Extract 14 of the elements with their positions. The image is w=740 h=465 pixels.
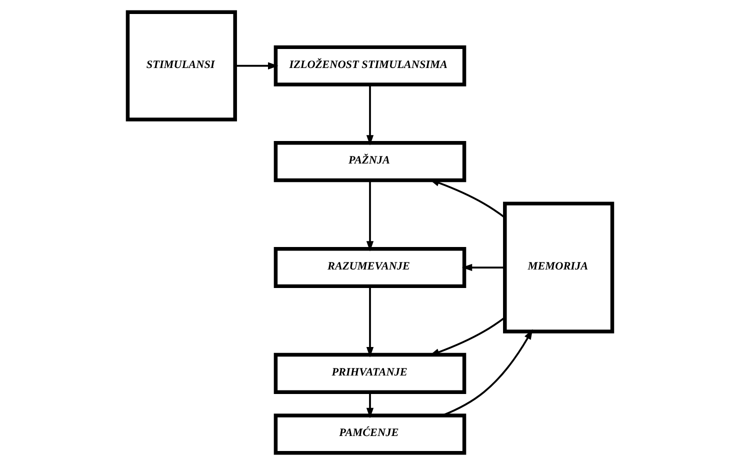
node-box: PAMĆENJE	[274, 414, 466, 455]
node-box: RAZUMEVANJE	[274, 246, 466, 288]
node-box: PAŽNJA	[274, 141, 466, 182]
arrow	[366, 392, 374, 418]
arrow	[366, 84, 374, 146]
arrow	[442, 329, 533, 416]
arrow	[366, 180, 374, 252]
node-box: PRIHVATANJE	[274, 352, 466, 394]
node-box: STIMULANSI	[126, 10, 237, 122]
arrow	[462, 264, 505, 272]
arrow	[235, 62, 278, 70]
node-box: MEMORIJA	[503, 202, 614, 334]
node-box: IZLOŽENOST STIMULANSIMA	[274, 45, 466, 86]
arrow	[366, 286, 374, 358]
